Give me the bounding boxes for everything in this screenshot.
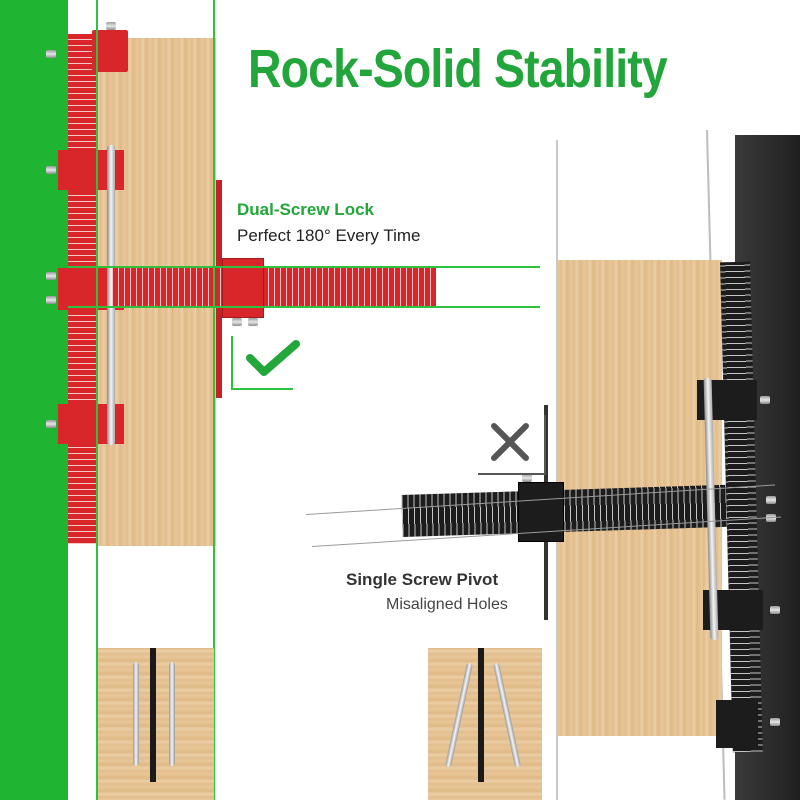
door-gap [150,648,156,782]
red-top-block [92,30,128,72]
check-mark-icon [246,340,300,376]
cabinet-handle [133,662,139,766]
screw [46,50,56,58]
screw [770,718,780,726]
single-screw-pivot-heading: Single Screw Pivot [346,570,499,589]
screw [522,474,532,482]
misaligned-doors-panel [428,648,542,800]
black-bottom-block [716,700,758,748]
left-green-bar [0,0,68,800]
screw [760,396,770,404]
aligned-doors-panel [98,648,214,800]
screw [232,318,242,326]
screw [770,606,780,614]
screw [46,272,56,280]
screw [248,318,258,326]
check-corner [231,336,293,390]
dual-screw-lock-block [222,258,264,318]
page-title: Rock-Solid Stability [248,39,668,99]
x-corner [478,415,546,475]
alignment-line-vertical [96,0,98,800]
alignment-line-horizontal [68,266,540,268]
dual-screw-lock-heading: Dual-Screw Lock [237,200,374,219]
alignment-line-horizontal [68,306,540,308]
screw [46,420,56,428]
x-mark-icon [491,423,529,461]
screw [46,166,56,174]
screw [106,22,116,30]
screw [46,296,56,304]
door-gap [478,648,484,782]
cabinet-handle [169,662,175,766]
red-horizontal-ruler [112,268,436,308]
backdrop-edge-line-2 [556,140,558,800]
single-screw-pivot-subtitle: Misaligned Holes [386,596,508,613]
steel-rod [107,145,115,445]
dual-screw-lock-subtitle: Perfect 180° Every Time [237,226,421,245]
alignment-line-vertical [213,0,215,800]
screw [766,496,776,504]
